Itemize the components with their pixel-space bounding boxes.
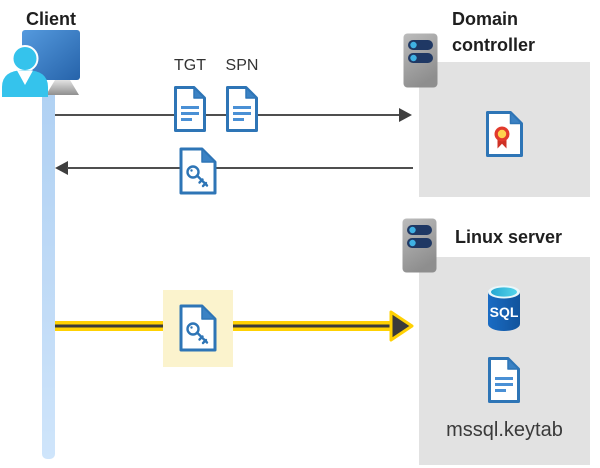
certificate-icon	[486, 111, 523, 157]
keytab-filename-label: mssql.keytab	[446, 419, 563, 441]
arrow-dc-to-client-head	[55, 161, 68, 175]
tgt-label: TGT	[174, 57, 206, 74]
keytab-key-document-icon	[179, 304, 217, 352]
client-lifeline	[42, 93, 55, 459]
tgt-document-icon	[174, 86, 206, 132]
arrow-dc-to-client-line	[67, 167, 413, 169]
domain-controller-title: Domain controller	[452, 9, 536, 55]
arrow-client-to-dc-head	[399, 108, 412, 122]
client-title: Client	[26, 9, 77, 29]
spn-label: SPN	[225, 57, 259, 74]
key-document-icon	[179, 147, 217, 195]
linux-server-title: Linux server	[455, 227, 563, 247]
spn-document-icon	[226, 86, 258, 132]
sql-icon-text: SQL	[490, 304, 519, 320]
linux-server-icon	[402, 218, 437, 273]
domain-controller-server-icon	[403, 33, 438, 88]
keytab-document-icon	[488, 357, 520, 403]
sql-database-icon: SQL	[488, 285, 520, 331]
client-icon	[2, 30, 80, 97]
arrow-client-to-linux-head	[389, 310, 414, 342]
